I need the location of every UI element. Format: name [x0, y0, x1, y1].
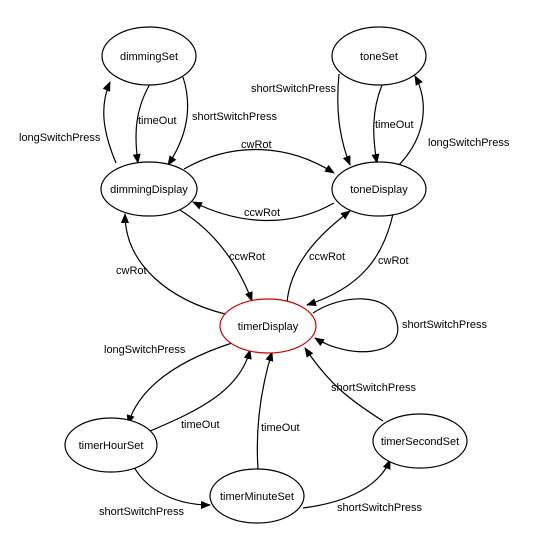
edge-label-timerDisplay-toneDisplay: ccwRot [309, 251, 345, 263]
edge-dimmingDisplay-dimmingSet [102, 81, 117, 164]
edge-label-timerDisplay-timerHourSet: longSwitchPress [104, 344, 186, 356]
edge-dimmingDisplay-toneDisplay [183, 148, 335, 174]
edge-timerHourSet-timerMinuteSet [133, 466, 211, 509]
edge-label-dimmingSet-dimmingDisplay-timeout: timeOut [138, 115, 177, 127]
node-toneDisplay-label: toneDisplay [350, 184, 408, 196]
edge-label-dimmingSet-dimmingDisplay-short: shortSwitchPress [192, 111, 277, 123]
edge-toneDisplay-dimmingDisplay [192, 201, 335, 222]
edge-label-timerDisplay-dimmingDisplay: cwRot [116, 265, 147, 277]
node-timerDisplay: timerDisplay [219, 298, 317, 354]
edge-timerDisplay-timerHourSet [126, 342, 233, 425]
node-timerSecondSet-label: timerSecondSet [381, 436, 459, 448]
node-toneSet: toneSet [331, 26, 427, 86]
edge-label-dimmingDisplay-toneDisplay: cwRot [241, 139, 272, 151]
edge-dimmingSet-dimmingDisplay-timeout [132, 83, 151, 164]
nodes: dimmingSet toneSet dimmingDisplay toneDi… [64, 26, 468, 524]
edge-timerDisplay-self [312, 298, 399, 353]
edge-label-toneDisplay-dimmingDisplay: ccwRot [244, 207, 280, 219]
node-dimmingSet: dimmingSet [101, 26, 197, 86]
node-dimmingSet-label: dimmingSet [120, 51, 178, 63]
node-timerDisplay-label: timerDisplay [238, 321, 299, 333]
edge-label-timerHourSet-timerMinuteSet: shortSwitchPress [99, 506, 184, 518]
edge-label-timerMinuteSet-timerSecondSet: shortSwitchPress [337, 502, 422, 514]
edge-timerSecondSet-timerDisplay [304, 347, 384, 422]
edge-timerDisplay-toneDisplay [286, 210, 351, 304]
node-dimmingSet-shape [101, 26, 197, 86]
edge-dimmingSet-dimmingDisplay-short [167, 76, 189, 166]
edge-label-timerHourSet-timerDisplay: timeOut [181, 419, 220, 431]
node-timerDisplay-shape [219, 298, 317, 354]
node-timerHourSet-label: timerHourSet [79, 440, 144, 452]
edge-toneSet-toneDisplay-timeout [371, 84, 383, 164]
edge-label-toneDisplay-timerDisplay: cwRot [378, 255, 409, 267]
node-timerMinuteSet-shape [209, 468, 305, 524]
node-toneDisplay: toneDisplay [331, 161, 427, 217]
node-dimmingDisplay-shape [100, 161, 198, 217]
edge-label-timerDisplay-self: shortSwitchPress [402, 319, 487, 331]
node-toneSet-shape [331, 26, 427, 86]
node-toneSet-label: toneSet [360, 51, 398, 63]
edge-labels: longSwitchPress timeOut shortSwitchPress… [19, 83, 510, 518]
edge-toneSet-toneDisplay-short [337, 73, 351, 166]
node-timerMinuteSet: timerMinuteSet [209, 468, 305, 524]
node-timerMinuteSet-label: timerMinuteSet [220, 491, 294, 503]
node-timerHourSet: timerHourSet [64, 417, 158, 473]
edge-timerMinuteSet-timerDisplay [256, 351, 274, 470]
node-dimmingDisplay-label: dimmingDisplay [110, 184, 188, 196]
edge-label-timerSecondSet-timerDisplay: shortSwitchPress [331, 382, 416, 394]
edge-label-toneSet-toneDisplay-short: shortSwitchPress [251, 83, 336, 95]
edge-toneDisplay-toneSet [397, 75, 424, 167]
edge-timerMinuteSet-timerSecondSet [302, 459, 391, 509]
node-timerHourSet-shape [64, 417, 158, 473]
node-timerSecondSet-shape [372, 413, 468, 469]
edge-dimmingDisplay-timerDisplay [179, 209, 253, 302]
edge-label-toneSet-toneDisplay-timeout: timeOut [375, 119, 414, 131]
node-toneDisplay-shape [331, 161, 427, 217]
edges [102, 73, 424, 509]
edge-timerDisplay-dimmingDisplay [121, 213, 226, 315]
edge-label-timerMinuteSet-timerDisplay: timeOut [261, 422, 300, 434]
edge-label-dimmingDisplay-dimmingSet: longSwitchPress [19, 132, 101, 144]
node-timerSecondSet: timerSecondSet [372, 413, 468, 469]
edge-label-dimmingDisplay-timerDisplay: ccwRot [229, 251, 265, 263]
edge-label-toneDisplay-toneSet: longSwitchPress [428, 137, 510, 149]
edge-toneDisplay-timerDisplay [306, 213, 394, 307]
node-dimmingDisplay: dimmingDisplay [100, 161, 198, 217]
edge-timerHourSet-timerDisplay [149, 349, 252, 432]
